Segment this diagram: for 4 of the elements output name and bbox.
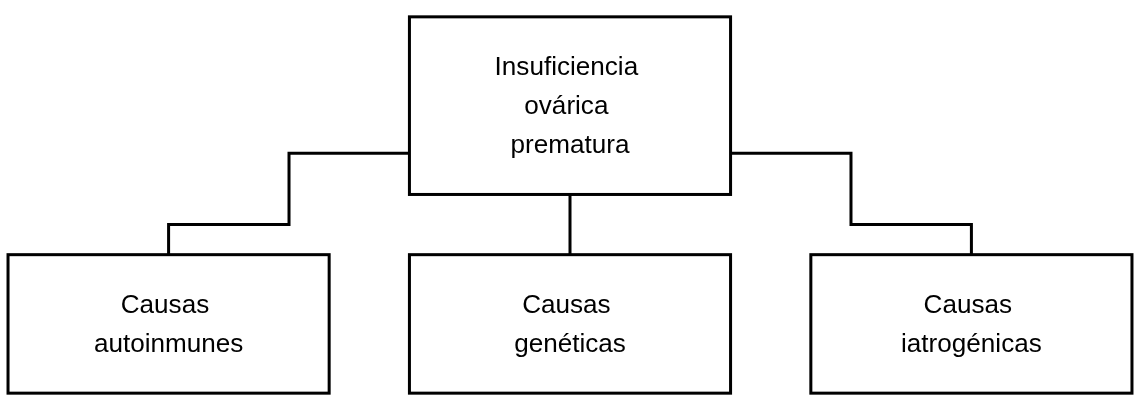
node-box: Insuficiencia ovárica prematura xyxy=(407,15,733,196)
node-box: Causas autoinmunes xyxy=(6,253,331,395)
node-box: Causas iatrogénicas xyxy=(809,253,1134,395)
node-box: Causas genéticas xyxy=(407,253,733,395)
